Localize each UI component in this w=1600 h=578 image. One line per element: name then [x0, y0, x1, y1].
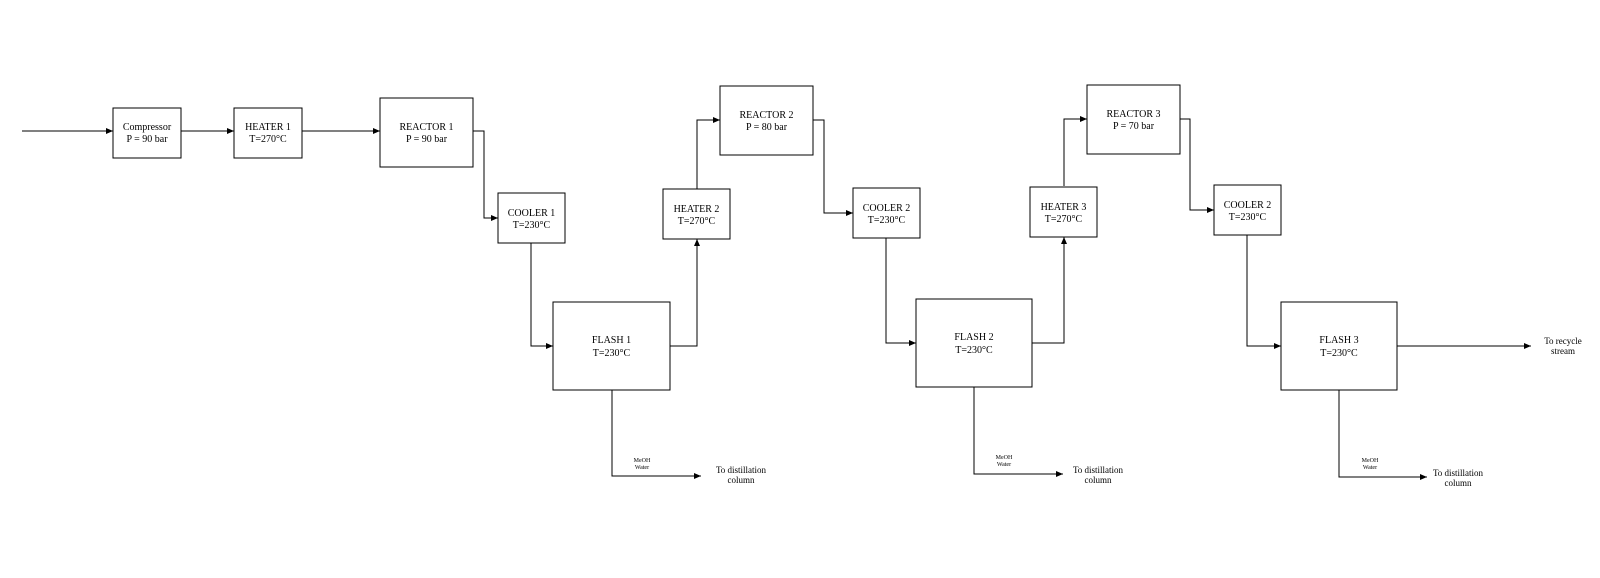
heater1-box: HEATER 1 T=270°C [233, 107, 303, 159]
stream-heater2-reactor2 [696, 117, 720, 189]
reactor2-name: REACTOR 2 [740, 110, 794, 121]
stream-flash2-bottoms [973, 387, 1063, 477]
flash2-bottoms-labels: MeOH Water To distillation column [996, 455, 1124, 485]
stream-cooler2-flash2 [885, 238, 916, 346]
flash2-distillation-label-1: To distillation [1073, 465, 1124, 475]
flash3-distillation-label-1: To distillation [1433, 468, 1484, 478]
flash3-water-label: Water [1363, 465, 1377, 471]
heater3-name: HEATER 3 [1041, 202, 1087, 213]
heater2-name: HEATER 2 [674, 204, 720, 215]
cooler1-box: COOLER 1 T=230°C [497, 192, 566, 244]
cooler2-box: COOLER 2 T=230°C [852, 187, 921, 239]
flash2-param: T=230°C [955, 345, 993, 356]
reactor2-box: REACTOR 2 P = 80 bar [719, 85, 814, 156]
flash1-bottoms-labels: MeOH Water To distillation column [634, 458, 767, 485]
reactor1-name: REACTOR 1 [400, 122, 454, 133]
flash2-box: FLASH 2 T=230°C [915, 298, 1033, 388]
heater3-param: T=270°C [1045, 214, 1083, 225]
flash1-water-label: Water [635, 465, 649, 471]
reactor3-param: P = 70 bar [1113, 121, 1155, 132]
cooler2b-name: COOLER 2 [1224, 200, 1272, 211]
heater3-box: HEATER 3 T=270°C [1029, 186, 1098, 238]
reactor1-box: REACTOR 1 P = 90 bar [379, 97, 474, 168]
flash1-param: T=230°C [593, 348, 631, 359]
cooler2-name: COOLER 2 [863, 203, 911, 214]
compressor-name: Compressor [123, 122, 172, 133]
compressor-box: Compressor P = 90 bar [112, 107, 182, 159]
stream-heater3-reactor3 [1063, 116, 1087, 186]
reactor2-param: P = 80 bar [746, 122, 788, 133]
flash1-distillation-label-2: column [728, 475, 755, 485]
stream-flash1-bottoms [611, 390, 701, 479]
cooler2b-box: COOLER 2 T=230°C [1213, 184, 1282, 236]
heater1-name: HEATER 1 [245, 122, 291, 133]
recycle-label-2: stream [1551, 346, 1575, 356]
heater2-param: T=270°C [678, 216, 716, 227]
stream-flash1-heater2 [670, 239, 700, 347]
flash1-name: FLASH 1 [592, 335, 631, 346]
flash2-water-label: Water [997, 462, 1011, 468]
flash1-box: FLASH 1 T=230°C [552, 301, 671, 391]
flash1-distillation-label-1: To distillation [716, 465, 767, 475]
cooler1-name: COOLER 1 [508, 208, 556, 219]
recycle-labels: To recycle stream [1544, 336, 1582, 356]
cooler1-param: T=230°C [513, 220, 551, 231]
flash2-distillation-label-2: column [1085, 475, 1112, 485]
flash1-meoh-label: MeOH [634, 458, 651, 464]
flash3-param: T=230°C [1320, 348, 1358, 359]
flash3-meoh-label: MeOH [1362, 458, 1379, 464]
flash2-meoh-label: MeOH [996, 455, 1013, 461]
stream-cooler1-flash1 [530, 243, 553, 349]
cooler2-param: T=230°C [868, 215, 906, 226]
stream-flash3-bottoms [1338, 390, 1427, 480]
stream-reactor3-cooler2b [1180, 118, 1214, 213]
flash2-name: FLASH 2 [954, 332, 993, 343]
stream-cooler2b-flash3 [1246, 235, 1281, 349]
stream-flash2-heater3 [1032, 237, 1067, 344]
flash3-box: FLASH 3 T=230°C [1280, 301, 1398, 391]
cooler2b-param: T=230°C [1229, 212, 1267, 223]
reactor1-param: P = 90 bar [406, 134, 448, 145]
flash3-bottoms-labels: MeOH Water To distillation column [1362, 458, 1484, 488]
stream-reactor1-cooler1 [473, 130, 498, 221]
stream-reactor2-cooler2 [813, 119, 853, 216]
reactor3-box: REACTOR 3 P = 70 bar [1086, 84, 1181, 155]
reactor3-name: REACTOR 3 [1107, 109, 1161, 120]
streams [22, 116, 1531, 480]
heater2-box: HEATER 2 T=270°C [662, 188, 731, 240]
heater1-param: T=270°C [249, 134, 287, 145]
flash3-name: FLASH 3 [1319, 335, 1358, 346]
flash3-distillation-label-2: column [1445, 478, 1472, 488]
compressor-param: P = 90 bar [126, 134, 168, 145]
recycle-label-1: To recycle [1544, 336, 1582, 346]
